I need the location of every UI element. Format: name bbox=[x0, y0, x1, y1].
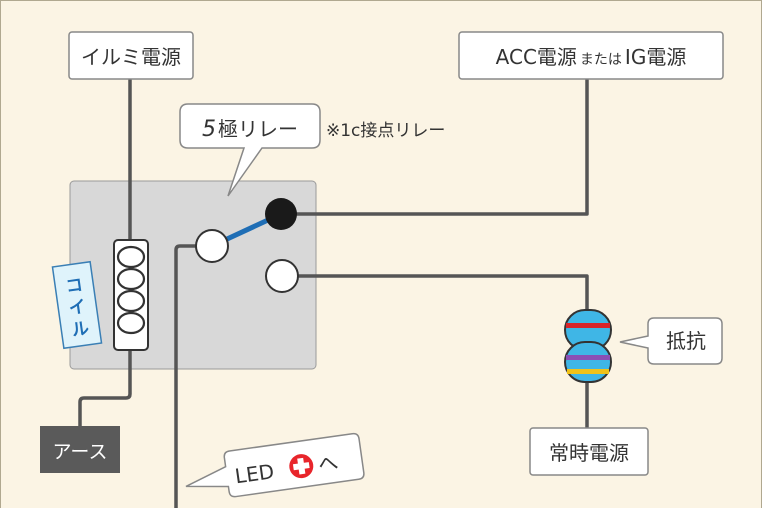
earth-label: アース bbox=[40, 426, 120, 473]
led-suffix-text: へ bbox=[317, 450, 340, 477]
resistor-band-purple bbox=[566, 355, 610, 360]
resistor-band-yellow bbox=[567, 369, 609, 374]
acc-ig-text: IG電源 bbox=[625, 45, 686, 69]
illumi-power-box bbox=[68, 31, 194, 80]
relay-note: ※1c接点リレー bbox=[326, 121, 445, 141]
constant-power-text: 常時電源 bbox=[549, 441, 629, 465]
resistor-callout-bubble bbox=[619, 317, 723, 365]
normally-closed-contact bbox=[265, 259, 299, 293]
wire-no-to-led bbox=[174, 244, 198, 508]
led-text: LED bbox=[233, 459, 275, 488]
resistor-band-red bbox=[566, 323, 610, 328]
coil-turn bbox=[116, 267, 146, 291]
coil-char: ル bbox=[71, 319, 91, 341]
coil-char: コ bbox=[65, 275, 85, 297]
earth-text: アース bbox=[53, 441, 108, 463]
earth-box bbox=[40, 426, 120, 473]
relay-type: 極リレー bbox=[218, 117, 298, 141]
illumi-power-text: イルミ電源 bbox=[81, 45, 181, 69]
acc-mid-text: または bbox=[580, 52, 622, 68]
wire-common-to-acc bbox=[279, 78, 589, 216]
illumi-power-label: イルミ電源 bbox=[68, 31, 194, 80]
coil-turn bbox=[116, 289, 146, 313]
plus-in-red-circle-icon bbox=[289, 454, 314, 479]
coil-tag: コ イ ル bbox=[51, 260, 103, 350]
led-callout-bubble bbox=[185, 432, 365, 498]
plus-vertical bbox=[297, 457, 306, 475]
constant-power-label: 常時電源 bbox=[529, 427, 649, 476]
acc-main-text: ACC電源 bbox=[496, 45, 577, 69]
relay-number: 5 bbox=[202, 117, 216, 142]
acc-ig-power-box bbox=[458, 31, 724, 80]
common-contact bbox=[265, 198, 297, 230]
relay-callout-bubble bbox=[179, 103, 321, 197]
resistor-text: 抵抗 bbox=[666, 329, 706, 353]
coil-char: イ bbox=[68, 297, 88, 319]
led-callout: LED へ bbox=[185, 432, 365, 498]
resistor bbox=[564, 309, 612, 383]
normally-open-contact bbox=[195, 229, 229, 263]
wire-coil-to-earth bbox=[78, 348, 132, 428]
coil-housing bbox=[113, 239, 149, 351]
resistor-callout: 抵抗 bbox=[619, 317, 723, 365]
relay-coil bbox=[113, 239, 149, 351]
constant-power-box bbox=[529, 427, 649, 476]
resistor-body-lower bbox=[564, 341, 612, 383]
wire-nc-to-constant bbox=[280, 274, 589, 430]
coil-tag-box bbox=[51, 260, 103, 350]
coil-turn bbox=[116, 311, 146, 335]
coil-turn bbox=[116, 245, 146, 269]
